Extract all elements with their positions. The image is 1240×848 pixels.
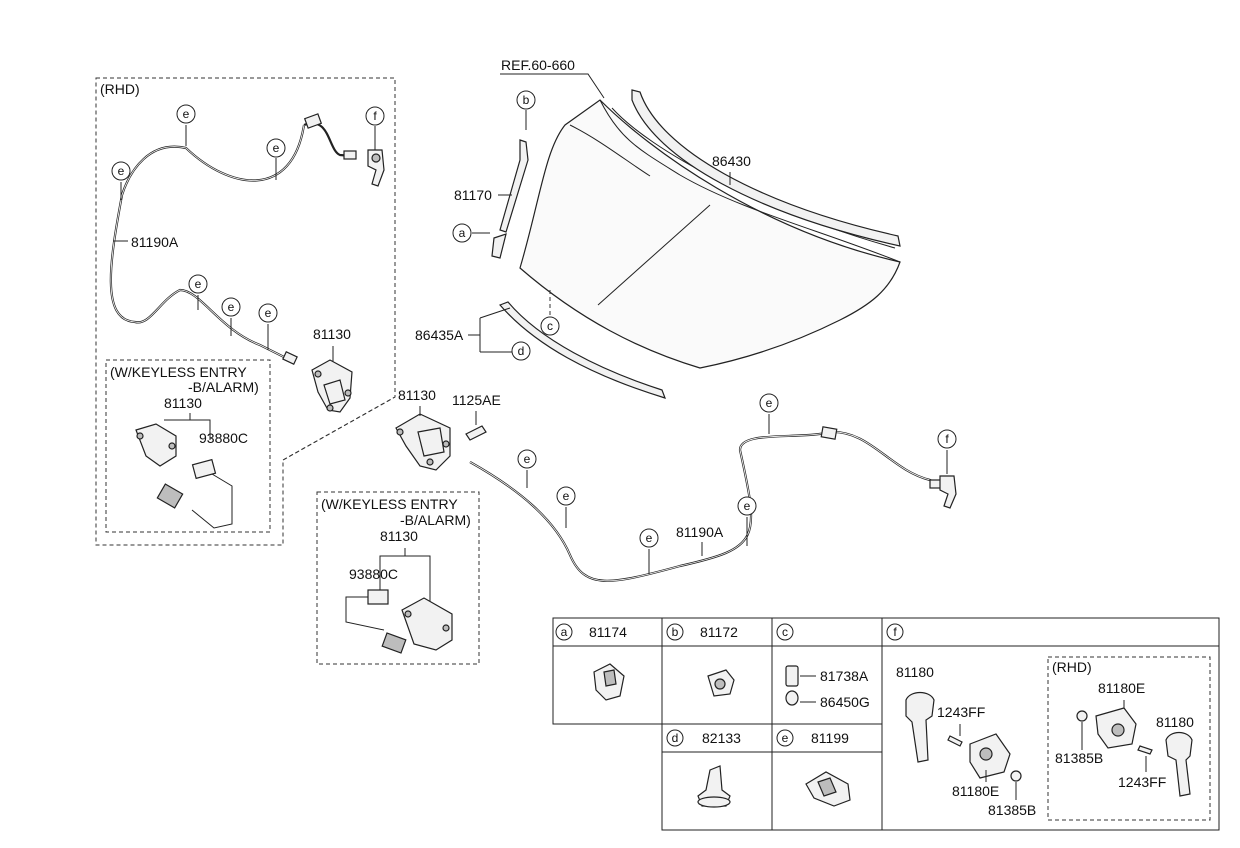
part-81385B-rhd: 81385B	[1055, 750, 1103, 766]
table-cell-d: d 82133	[666, 729, 741, 808]
label-86430: 86430	[712, 153, 751, 169]
svg-text:e: e	[646, 531, 653, 545]
label-81130-rhd: 81130	[313, 326, 351, 342]
part-81172: 81172	[700, 624, 738, 640]
svg-text:c: c	[782, 625, 788, 639]
part-82133: 82133	[702, 730, 741, 746]
svg-text:a: a	[459, 226, 466, 240]
callout-d: d	[511, 341, 531, 361]
svg-text:REF.60-660: REF.60-660	[501, 57, 575, 73]
callout-e: e	[258, 303, 278, 350]
callout-e: e	[639, 528, 659, 574]
keyless-line2: -B/ALARM)	[400, 512, 471, 528]
callout-e: e	[266, 138, 286, 180]
svg-text:e: e	[744, 499, 751, 513]
svg-text:c: c	[547, 319, 553, 333]
table-cell-b: b 81172	[666, 623, 738, 697]
part-1243FF-rhd: 1243FF	[1118, 774, 1166, 790]
ref-label: REF.60-660	[500, 57, 605, 99]
callout-e: e	[111, 161, 131, 200]
svg-text:e: e	[563, 489, 570, 503]
part-81385B: 81385B	[988, 802, 1036, 818]
keyless-subpanel-main: (W/KEYLESS ENTRY -B/ALARM) 81130 93880C	[316, 491, 480, 665]
hood-86430: 86430	[519, 89, 901, 369]
callout-c: c	[540, 290, 560, 336]
keyless-line2: -B/ALARM)	[188, 379, 259, 395]
label-1125AE: 1125AE	[452, 392, 501, 408]
label-81170: 81170	[454, 187, 492, 203]
svg-text:b: b	[672, 625, 679, 639]
callout-e: e	[188, 274, 208, 310]
label-81130-keyless-rhd: 81130	[164, 395, 202, 411]
label-81190A-main: 81190A	[676, 524, 724, 540]
svg-text:e: e	[524, 452, 531, 466]
table-cell-a: a 81174	[555, 623, 627, 701]
label-81130-main: 81130	[398, 387, 436, 403]
table-cell-f: f 81180 1243FF 81180E 81385B (RHD) 81180…	[886, 623, 1211, 821]
label-86435A: 86435A	[415, 327, 464, 343]
label-81190A-rhd: 81190A	[131, 234, 179, 250]
svg-text:e: e	[265, 306, 272, 320]
callout-f: f	[937, 429, 957, 474]
part-81180-rhd: 81180	[1156, 714, 1194, 730]
svg-text:d: d	[518, 344, 525, 358]
rhd-label: (RHD)	[1052, 659, 1092, 675]
table-cell-e: e 81199	[776, 729, 851, 807]
callout-a: a	[452, 223, 490, 243]
svg-text:e: e	[273, 141, 280, 155]
keyless-line1: (W/KEYLESS ENTRY	[110, 364, 247, 380]
part-81180: 81180	[896, 664, 934, 680]
parts-table: a 81174 b 81172 c 81738A 86450G d	[552, 617, 1220, 831]
callout-e: e	[176, 104, 196, 146]
svg-text:e: e	[118, 164, 125, 178]
callout-e: e	[759, 393, 779, 434]
label-93880C-rhd: 93880C	[199, 430, 248, 446]
svg-text:b: b	[523, 93, 530, 107]
part-81199: 81199	[811, 730, 849, 746]
svg-text:e: e	[782, 731, 789, 745]
callout-b: b	[516, 90, 536, 130]
part-1243FF: 1243FF	[937, 704, 985, 720]
callout-e: e	[517, 449, 537, 488]
keyless-line1: (W/KEYLESS ENTRY	[321, 496, 458, 512]
part-86450G: 86450G	[820, 694, 870, 710]
part-81180E: 81180E	[952, 783, 999, 799]
rhd-label: (RHD)	[100, 81, 140, 97]
svg-text:d: d	[672, 731, 679, 745]
cable-81190A-main: 81190A e e e e e f	[469, 393, 957, 582]
callout-e: e	[737, 496, 757, 546]
label-81130-keyless-main: 81130	[380, 528, 418, 544]
rhd-panel: (RHD) 81130 81190A e e	[95, 77, 396, 546]
part-81174: 81174	[589, 624, 627, 640]
svg-text:f: f	[373, 109, 377, 123]
part-81738A: 81738A	[820, 668, 869, 684]
label-93880C-main: 93880C	[349, 566, 398, 582]
table-cell-c: c 81738A 86450G	[776, 623, 870, 710]
latch-81130-main: 81130 1125AE	[395, 387, 501, 471]
svg-text:a: a	[561, 625, 568, 639]
svg-text:f: f	[945, 432, 949, 446]
svg-text:e: e	[228, 300, 235, 314]
svg-text:e: e	[195, 277, 202, 291]
callout-f: f	[365, 106, 385, 150]
svg-text:e: e	[183, 107, 190, 121]
seal-86435A: 86435A d c	[415, 290, 666, 399]
callout-e: e	[221, 297, 241, 336]
callout-e: e	[556, 486, 576, 528]
stay-rod-81170: 81170 b a	[452, 90, 536, 259]
svg-text:e: e	[766, 396, 773, 410]
part-81180E-rhd: 81180E	[1098, 680, 1145, 696]
svg-text:f: f	[893, 625, 897, 639]
